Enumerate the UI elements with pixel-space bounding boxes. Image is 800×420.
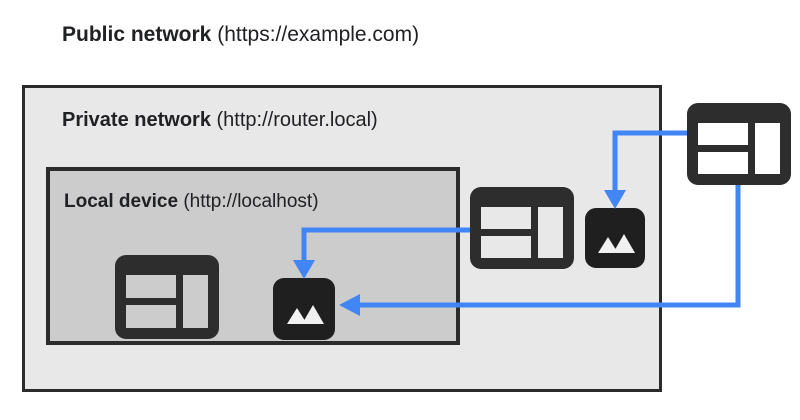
browser-pane-side — [538, 207, 563, 258]
browser-pane-top — [481, 207, 532, 229]
private-network-origin: (http://router.local) — [216, 109, 378, 131]
browser-pane-side — [183, 275, 208, 328]
browser-pane-bottom — [698, 152, 749, 174]
browser-pane-column-left — [481, 207, 532, 258]
browser-pane-column-left — [126, 275, 177, 328]
public-network-origin: (https://example.com) — [217, 23, 420, 46]
public-network-name: Public network — [62, 23, 212, 46]
private-network-label: Private network (http://router.local) — [62, 110, 378, 130]
browser-pane-column-right — [538, 207, 563, 258]
local-device-origin: (http://localhost) — [183, 191, 319, 212]
mountain-glyph — [598, 234, 635, 253]
public-network-label: Public network (https://example.com) — [62, 24, 419, 45]
browser-pane-column-right — [183, 275, 208, 328]
browser-pane-top — [698, 123, 749, 145]
image-icon-localhost-resource[interactable] — [273, 278, 335, 340]
browser-pane-column-left — [698, 123, 749, 174]
private-network-name: Private network — [62, 109, 211, 131]
local-device-name: Local device — [64, 191, 179, 212]
browser-pane-side — [755, 123, 780, 174]
browser-window-icon-localhost[interactable] — [115, 255, 219, 339]
browser-pane-bottom — [481, 236, 532, 258]
browser-window-icon-public[interactable] — [687, 103, 791, 185]
browser-pane-column-right — [755, 123, 780, 174]
browser-pane-bottom — [126, 305, 177, 328]
mountain-glyph — [287, 305, 324, 324]
browser-window-icon-router[interactable] — [470, 187, 574, 269]
local-device-label: Local device (http://localhost) — [64, 192, 319, 211]
browser-pane-top — [126, 275, 177, 298]
image-icon-router-resource[interactable] — [585, 208, 645, 268]
